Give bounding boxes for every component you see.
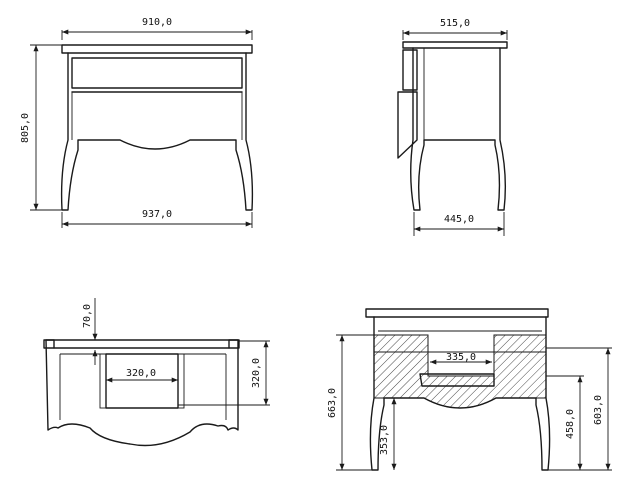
section-mid-height-label: 458,0 [565, 409, 576, 439]
section-hatch-right [493, 334, 547, 353]
front-width-top-label: 910,0 [142, 17, 172, 28]
section-drawer-front [419, 373, 495, 387]
section-leg-height-label: 353,0 [379, 425, 390, 455]
section-hatch-left [373, 334, 429, 353]
front-view: 910,0 805,0 937,0 [20, 17, 254, 228]
section-top-board [365, 308, 549, 318]
top-view-runner-left [99, 353, 107, 409]
side-view: 515,0 445,0 [397, 18, 508, 236]
front-top-board [61, 44, 253, 54]
top-view-corner-tr [228, 339, 240, 349]
top-view-depth-label: 320,0 [251, 358, 262, 388]
top-view-inner-sides [59, 354, 227, 420]
top-view-corner-tl [43, 339, 55, 349]
front-side-edges [71, 92, 243, 140]
side-open-drawer [397, 49, 418, 159]
front-width-bottom-label: 937,0 [142, 209, 172, 220]
section-inner-width-label: 335,0 [446, 352, 476, 363]
front-body-outline [60, 52, 254, 211]
side-body-outline [410, 47, 507, 211]
top-view-drawer-box [105, 353, 179, 409]
top-view-width-label: 320,0 [126, 368, 156, 379]
section-total-height-label: 663,0 [327, 388, 338, 418]
top-view-offset-label: 70,0 [82, 304, 93, 328]
front-height-label: 805,0 [20, 113, 31, 143]
top-view: 70,0 320,0 320,0 [43, 298, 270, 447]
top-view-outline [45, 339, 239, 447]
side-depth-top-label: 515,0 [440, 18, 470, 29]
section-upper-height-label: 603,0 [593, 395, 604, 425]
section-view: 335,0 663,0 353,0 458,0 603,0 [327, 308, 612, 471]
front-upper-drawer [71, 57, 243, 89]
section-hatch-lower [373, 351, 547, 409]
top-view-runner-right [177, 353, 185, 409]
side-depth-bottom-label: 445,0 [444, 214, 474, 225]
side-top-board [402, 41, 508, 49]
